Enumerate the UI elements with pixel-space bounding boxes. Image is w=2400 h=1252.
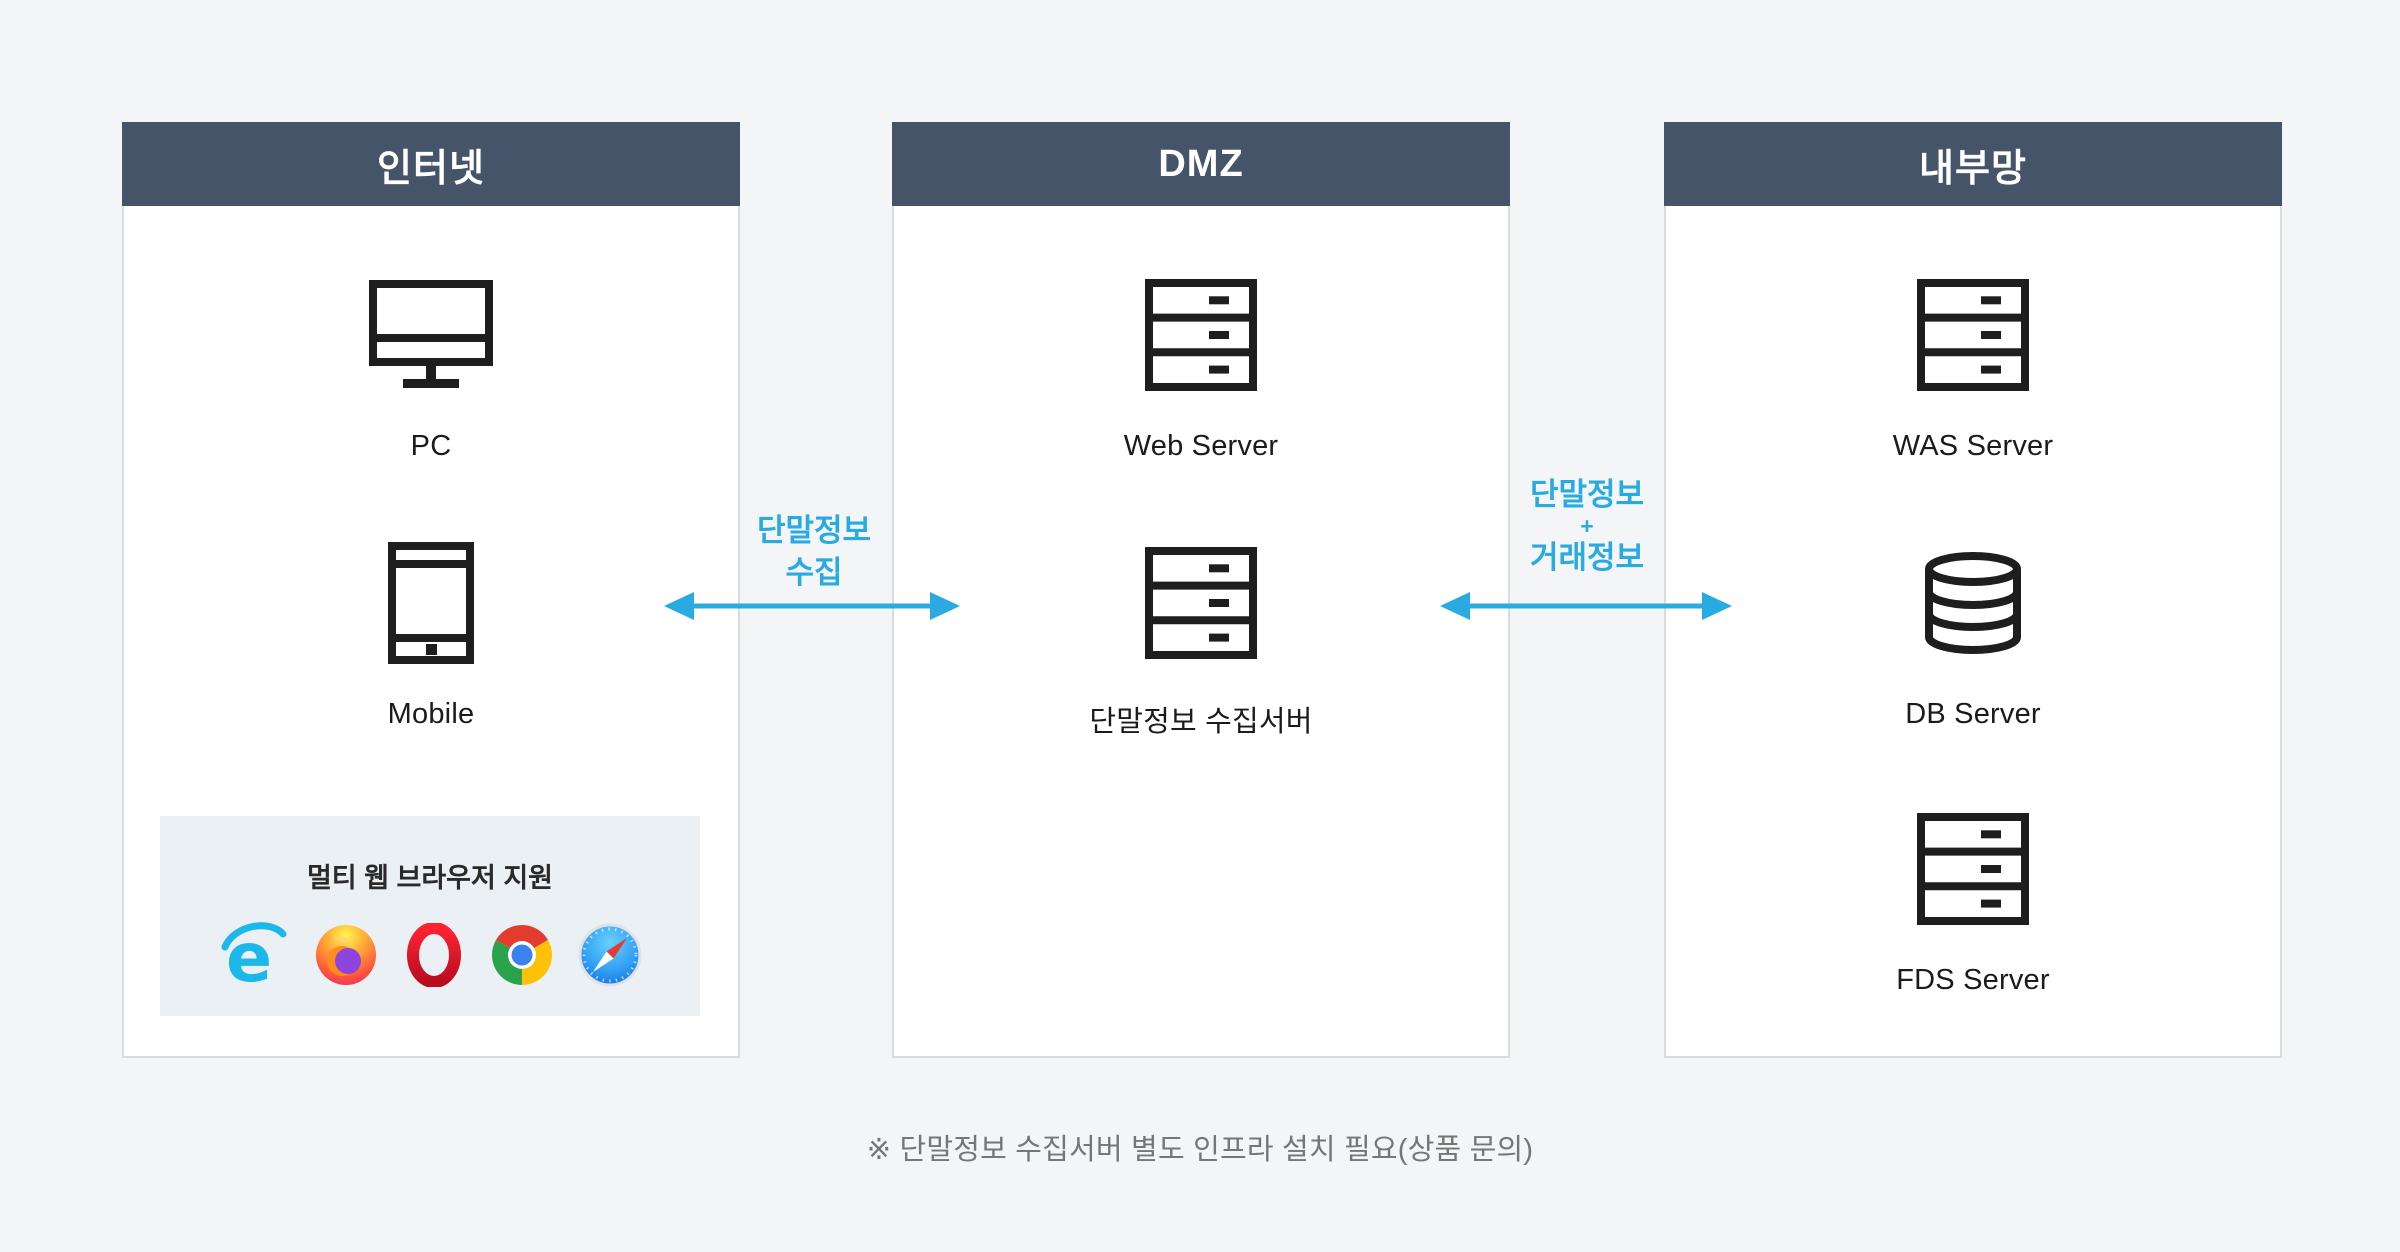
mobile-icon bbox=[388, 542, 474, 664]
firefox-icon bbox=[314, 923, 378, 987]
footnote: ※ 단말정보 수집서버 별도 인프라 설치 필요(상품 문의) bbox=[866, 1134, 1534, 1166]
zone-internet: 인터넷 PC Mobile bbox=[122, 122, 740, 1058]
zone-dmz-title: DMZ bbox=[892, 122, 1510, 206]
node-mobile: Mobile bbox=[122, 542, 740, 731]
internet-explorer-icon: e bbox=[218, 919, 290, 991]
node-collection-server-label: 단말정보 수집서버 bbox=[1089, 706, 1313, 738]
node-fds-server: FDS Server bbox=[1664, 808, 2282, 997]
zone-internal-network: 내부망 WAS Server bbox=[1664, 122, 2282, 1058]
zone-internal-title: 내부망 bbox=[1664, 122, 2282, 206]
zone-internal-body bbox=[1664, 206, 2282, 1058]
double-arrow-icon bbox=[664, 583, 960, 629]
server-icon bbox=[1917, 274, 2029, 396]
node-pc: PC bbox=[122, 274, 740, 463]
node-was-server: WAS Server bbox=[1664, 274, 2282, 463]
zone-dmz: DMZ Web Server bbox=[892, 122, 1510, 1058]
opera-icon bbox=[402, 923, 466, 987]
database-icon bbox=[1920, 542, 2026, 664]
node-mobile-label: Mobile bbox=[387, 698, 475, 730]
browser-panel-title: 멀티 웹 브라우저 지원 bbox=[306, 863, 554, 893]
zone-dmz-body bbox=[892, 206, 1510, 1058]
double-arrow-icon bbox=[1440, 583, 1732, 629]
node-db-server-label: DB Server bbox=[1905, 698, 2041, 730]
pc-icon bbox=[369, 274, 493, 396]
browser-support-panel: 멀티 웹 브라우저 지원 e bbox=[160, 816, 700, 1016]
node-fds-server-label: FDS Server bbox=[1896, 964, 2050, 996]
server-icon bbox=[1145, 274, 1257, 396]
connection-2-label: 단말정보 + 거래정보 bbox=[1529, 477, 1645, 575]
node-web-server: Web Server bbox=[892, 274, 1510, 463]
node-db-server: DB Server bbox=[1664, 542, 2282, 731]
zone-internet-title: 인터넷 bbox=[122, 122, 740, 206]
server-icon bbox=[1917, 808, 2029, 930]
server-icon bbox=[1145, 542, 1257, 664]
connection-1-label: 단말정보 수집 bbox=[756, 513, 872, 590]
node-pc-label: PC bbox=[410, 430, 452, 462]
node-web-server-label: Web Server bbox=[1123, 430, 1279, 462]
browser-icons-row: e bbox=[218, 919, 642, 991]
safari-icon bbox=[578, 923, 642, 987]
node-collection-server: 단말정보 수집서버 bbox=[892, 542, 1510, 740]
node-was-server-label: WAS Server bbox=[1892, 430, 2054, 462]
chrome-icon bbox=[490, 923, 554, 987]
